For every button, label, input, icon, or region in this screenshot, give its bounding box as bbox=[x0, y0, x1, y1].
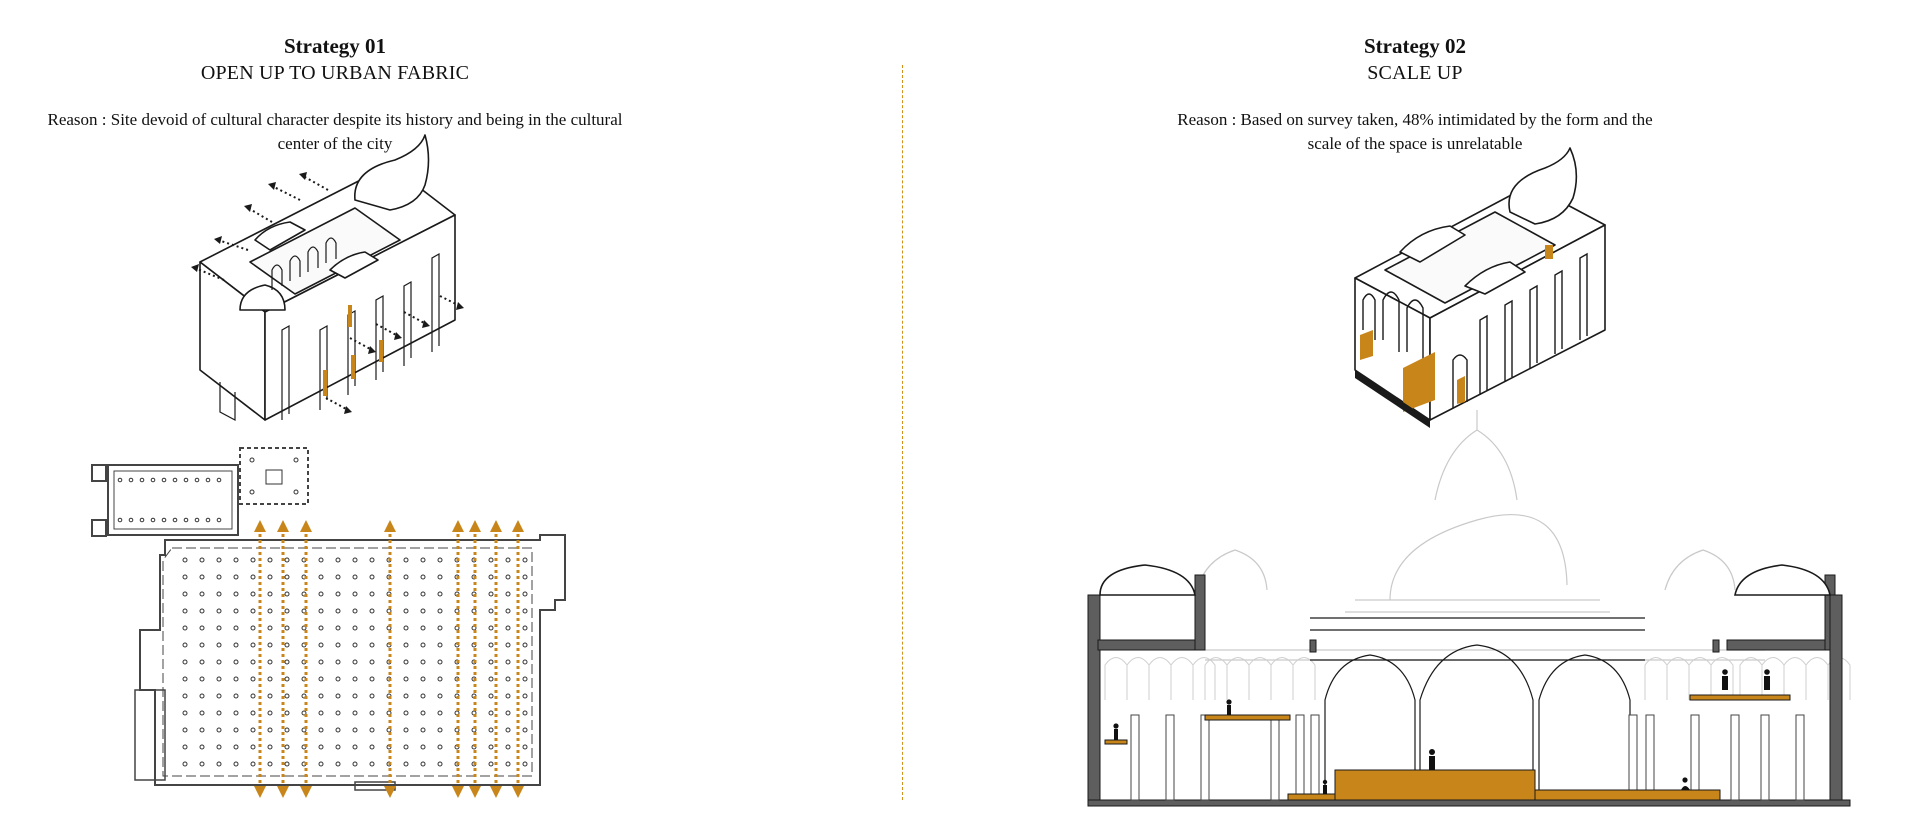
arrow-head-north bbox=[277, 520, 289, 532]
strategy-01-label: Strategy 01 bbox=[283, 34, 387, 58]
strategy-01-panel: Strategy 01 OPEN UP TO URBAN FABRIC Reas… bbox=[0, 0, 900, 827]
arrow-head-north bbox=[490, 520, 502, 532]
arrow-head-north bbox=[512, 520, 524, 532]
arrow-head-south bbox=[254, 786, 266, 798]
isometric-scale-diagram bbox=[1354, 147, 1606, 428]
arrow-head-south bbox=[384, 786, 396, 798]
arrow-head-south bbox=[469, 786, 481, 798]
column bbox=[1270, 714, 1280, 801]
column bbox=[1645, 714, 1655, 801]
column bbox=[1628, 714, 1638, 801]
arrow-head-south bbox=[452, 786, 464, 798]
panel-divider bbox=[902, 65, 903, 800]
site-plan bbox=[91, 447, 566, 798]
strategy-01-heading: OPEN UP TO URBAN FABRIC bbox=[200, 62, 470, 84]
arrow-head-north bbox=[469, 520, 481, 532]
column bbox=[1295, 714, 1305, 801]
column bbox=[1690, 714, 1700, 801]
strategy-02-panel: Strategy 02 SCALE UP Reason : Based on s… bbox=[905, 0, 1920, 827]
column bbox=[1730, 714, 1740, 801]
arrow-head-south bbox=[490, 786, 502, 798]
arrow-head-north bbox=[300, 520, 312, 532]
strategy-02-reason: Reason : Based on survey taken, 48% inti… bbox=[1177, 110, 1653, 153]
arrow-head-north bbox=[452, 520, 464, 532]
arrow-head-south bbox=[277, 786, 289, 798]
column bbox=[1310, 714, 1320, 801]
arrow-head-south bbox=[300, 786, 312, 798]
isometric-open-diagram bbox=[191, 134, 464, 421]
arrow-head-north bbox=[384, 520, 396, 532]
strategy-02-label: Strategy 02 bbox=[1363, 34, 1467, 58]
column bbox=[1200, 714, 1210, 801]
arrow-head-south bbox=[512, 786, 524, 798]
strategy-02-heading: SCALE UP bbox=[1367, 62, 1463, 84]
section-drawing bbox=[1087, 410, 1851, 807]
column bbox=[1130, 714, 1140, 801]
column bbox=[1795, 714, 1805, 801]
strategy-01-reason: Reason : Site devoid of cultural charact… bbox=[47, 110, 623, 153]
column bbox=[1760, 714, 1770, 801]
column bbox=[1165, 714, 1175, 801]
arrow-head-north bbox=[254, 520, 266, 532]
